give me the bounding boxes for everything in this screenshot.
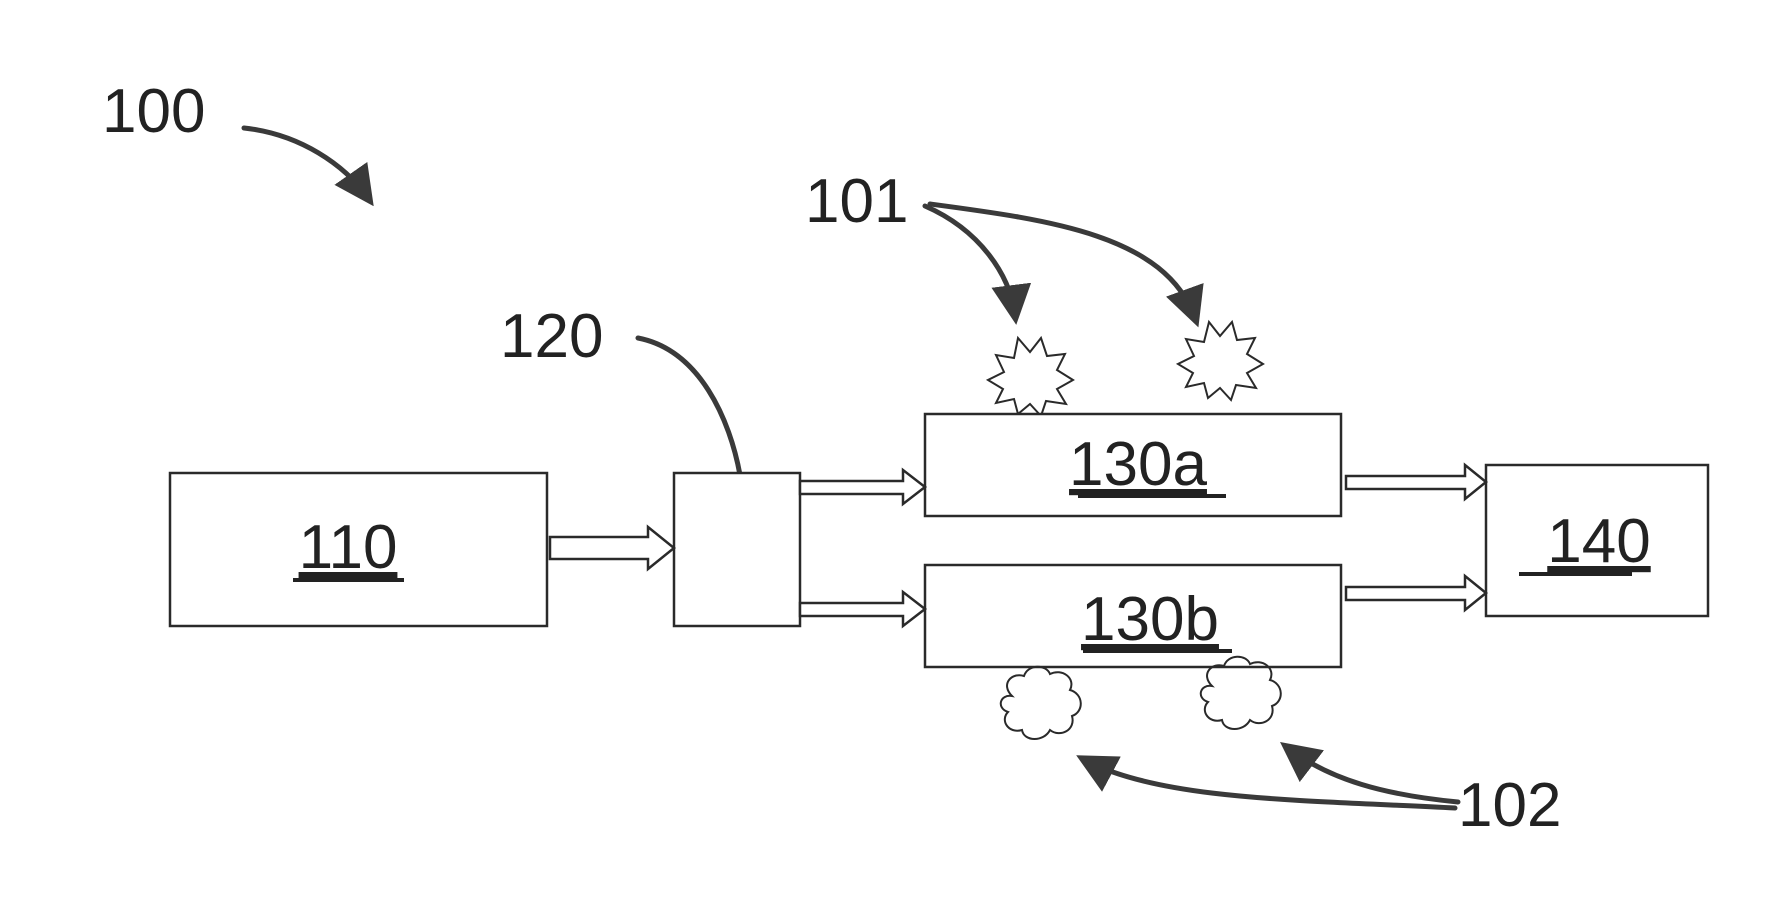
leader-arrow-100 xyxy=(244,128,368,198)
box-140-label: 140 xyxy=(1547,507,1650,576)
label-102: 102 xyxy=(1458,771,1561,840)
box-130b-label: 130b xyxy=(1081,585,1219,654)
leader-arrow-101-left xyxy=(925,206,1015,315)
leader-arrow-102-right xyxy=(1288,748,1458,802)
box-120-splitter xyxy=(674,473,800,626)
flow-arrow-110-to-120 xyxy=(550,527,674,569)
starburst-icon-1 xyxy=(988,338,1073,416)
flow-arrow-120-to-130a xyxy=(800,470,925,504)
leader-arrow-102-left xyxy=(1085,760,1455,808)
box-110-label: 110 xyxy=(299,513,398,582)
flow-arrow-130a-to-140 xyxy=(1346,465,1486,499)
label-120: 120 xyxy=(500,302,603,371)
leader-arrow-101-right xyxy=(930,204,1195,318)
flow-arrow-130b-to-140 xyxy=(1346,576,1486,610)
leader-line-120 xyxy=(638,338,740,475)
label-101: 101 xyxy=(805,167,908,236)
box-130a-label: 130a xyxy=(1069,430,1207,499)
starburst-icon-2 xyxy=(1178,322,1263,400)
flow-arrow-120-to-130b xyxy=(800,592,925,626)
label-100: 100 xyxy=(102,77,205,146)
cloud-icon-1 xyxy=(1001,667,1081,739)
